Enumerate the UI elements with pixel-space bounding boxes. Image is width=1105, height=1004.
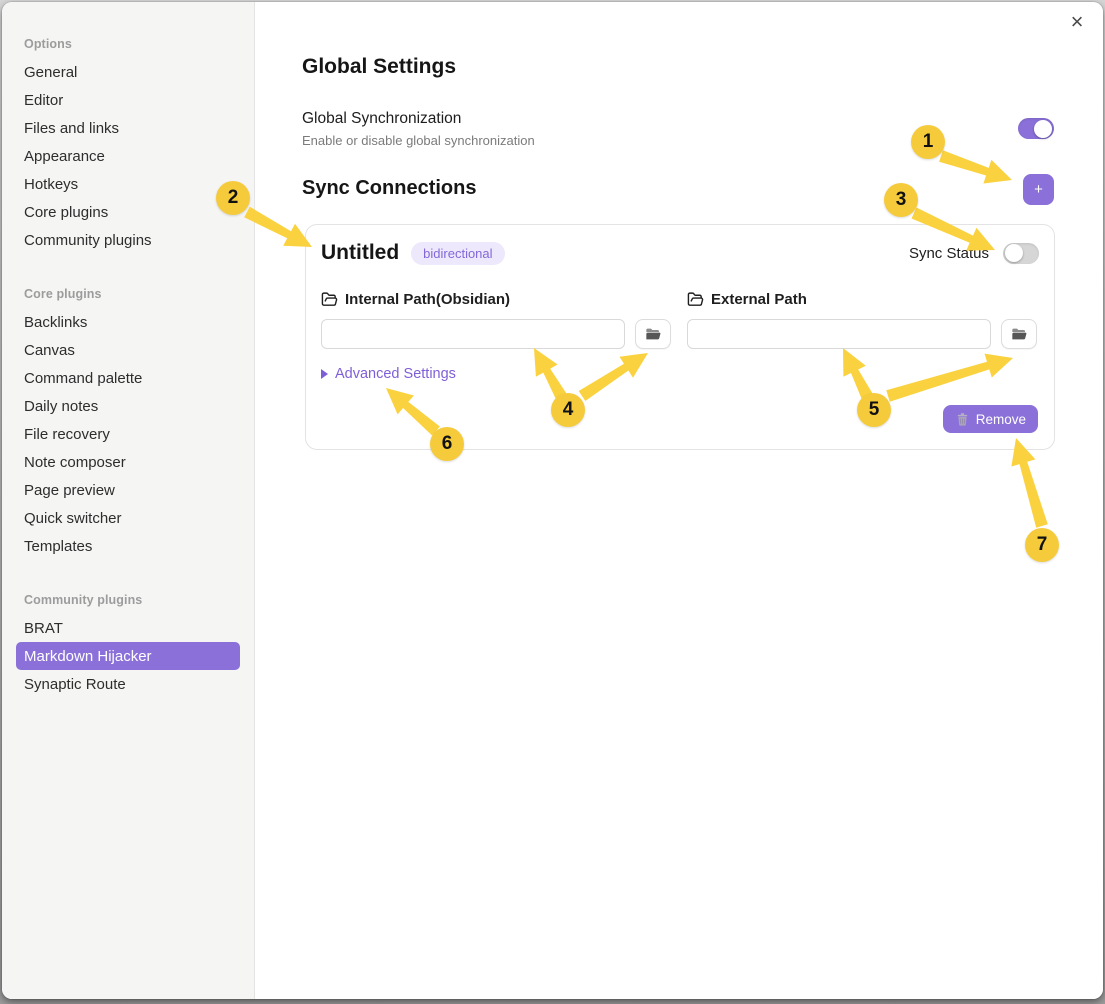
external-path-group: External Path (687, 289, 1039, 349)
sync-status-label: Sync Status (908, 244, 989, 262)
sidebar-item-daily-notes[interactable]: Daily notes (24, 397, 99, 415)
advanced-settings-toggle[interactable]: Advanced Settings (321, 366, 456, 382)
external-path-input[interactable] (687, 319, 991, 349)
sidebar-item-brat[interactable]: BRAT (24, 619, 63, 637)
internal-path-group: Internal Path(Obsidian) (321, 289, 673, 349)
sidebar-item-canvas[interactable]: Canvas (24, 341, 75, 359)
sidebar-item-core-plugins[interactable]: Core plugins (24, 203, 109, 221)
folder-open-icon (321, 291, 338, 306)
sidebar-section-community-plugins: Community plugins BRAT Markdown Hijacker… (2, 586, 254, 698)
settings-content: × Global Settings Global Synchronization… (255, 2, 1103, 999)
global-sync-description: Enable or disable global synchronization (302, 133, 535, 148)
trash-icon (957, 412, 967, 426)
settings-sidebar: Options General Editor Files and links A… (2, 2, 255, 999)
connection-title: Untitled (321, 241, 400, 264)
sidebar-item-file-recovery[interactable]: File recovery (24, 425, 110, 443)
chevron-right-icon (321, 369, 328, 379)
folder-open-icon (687, 291, 704, 306)
sidebar-header-community-plugins: Community plugins (24, 593, 143, 607)
sync-mode-badge: bidirectional (411, 241, 505, 265)
sync-status-toggle[interactable] (1003, 242, 1039, 264)
sync-connections-title: Sync Connections (302, 177, 477, 199)
sidebar-item-general[interactable]: General (24, 63, 78, 81)
sidebar-item-templates[interactable]: Templates (24, 537, 93, 555)
sidebar-item-page-preview[interactable]: Page preview (24, 481, 115, 499)
advanced-settings-label: Advanced Settings (335, 366, 456, 382)
sidebar-section-options: Options General Editor Files and links A… (2, 30, 254, 254)
sidebar-item-markdown-hijacker[interactable]: Markdown Hijacker (16, 642, 240, 670)
toggle-knob (1034, 119, 1052, 138)
sidebar-item-quick-switcher[interactable]: Quick switcher (24, 509, 122, 527)
internal-path-label: Internal Path(Obsidian) (345, 290, 511, 308)
close-icon[interactable]: × (1070, 9, 1084, 34)
internal-path-browse-button[interactable] (635, 319, 671, 349)
sidebar-item-files-and-links[interactable]: Files and links (24, 119, 120, 137)
internal-path-row (321, 319, 673, 349)
internal-path-label-row: Internal Path(Obsidian) (321, 289, 673, 309)
folder-icon (646, 328, 661, 340)
global-sync-toggle[interactable] (1018, 118, 1054, 139)
sidebar-item-note-composer[interactable]: Note composer (24, 453, 126, 471)
sidebar-item-command-palette[interactable]: Command palette (24, 369, 143, 387)
add-connection-button[interactable]: + (1023, 174, 1054, 205)
remove-button-label: Remove (975, 411, 1026, 427)
sidebar-item-appearance[interactable]: Appearance (24, 147, 105, 165)
global-sync-label: Global Synchronization (302, 110, 462, 127)
external-path-row (687, 319, 1039, 349)
folder-icon (1012, 328, 1027, 340)
internal-path-input[interactable] (321, 319, 625, 349)
sidebar-item-community-plugins[interactable]: Community plugins (24, 231, 152, 249)
sidebar-header-core-plugins: Core plugins (24, 287, 102, 301)
sidebar-item-hotkeys[interactable]: Hotkeys (24, 175, 79, 193)
sidebar-section-core-plugins: Core plugins Backlinks Canvas Command pa… (2, 280, 254, 560)
toggle-knob (1005, 244, 1023, 262)
connection-card-header: Untitled bidirectional Sync Status (321, 239, 1039, 267)
external-path-label: External Path (711, 290, 807, 308)
sync-status-group: Sync Status (908, 242, 1039, 264)
external-path-browse-button[interactable] (1001, 319, 1037, 349)
sidebar-item-synaptic-route[interactable]: Synaptic Route (24, 675, 126, 693)
connection-card: Untitled bidirectional Sync Status Inter… (305, 224, 1055, 450)
external-path-label-row: External Path (687, 289, 1039, 309)
sidebar-item-backlinks[interactable]: Backlinks (24, 313, 88, 331)
sidebar-header-options: Options (24, 37, 72, 51)
page-title: Global Settings (302, 55, 457, 78)
remove-connection-button[interactable]: Remove (942, 405, 1038, 433)
sidebar-item-editor[interactable]: Editor (24, 91, 64, 109)
